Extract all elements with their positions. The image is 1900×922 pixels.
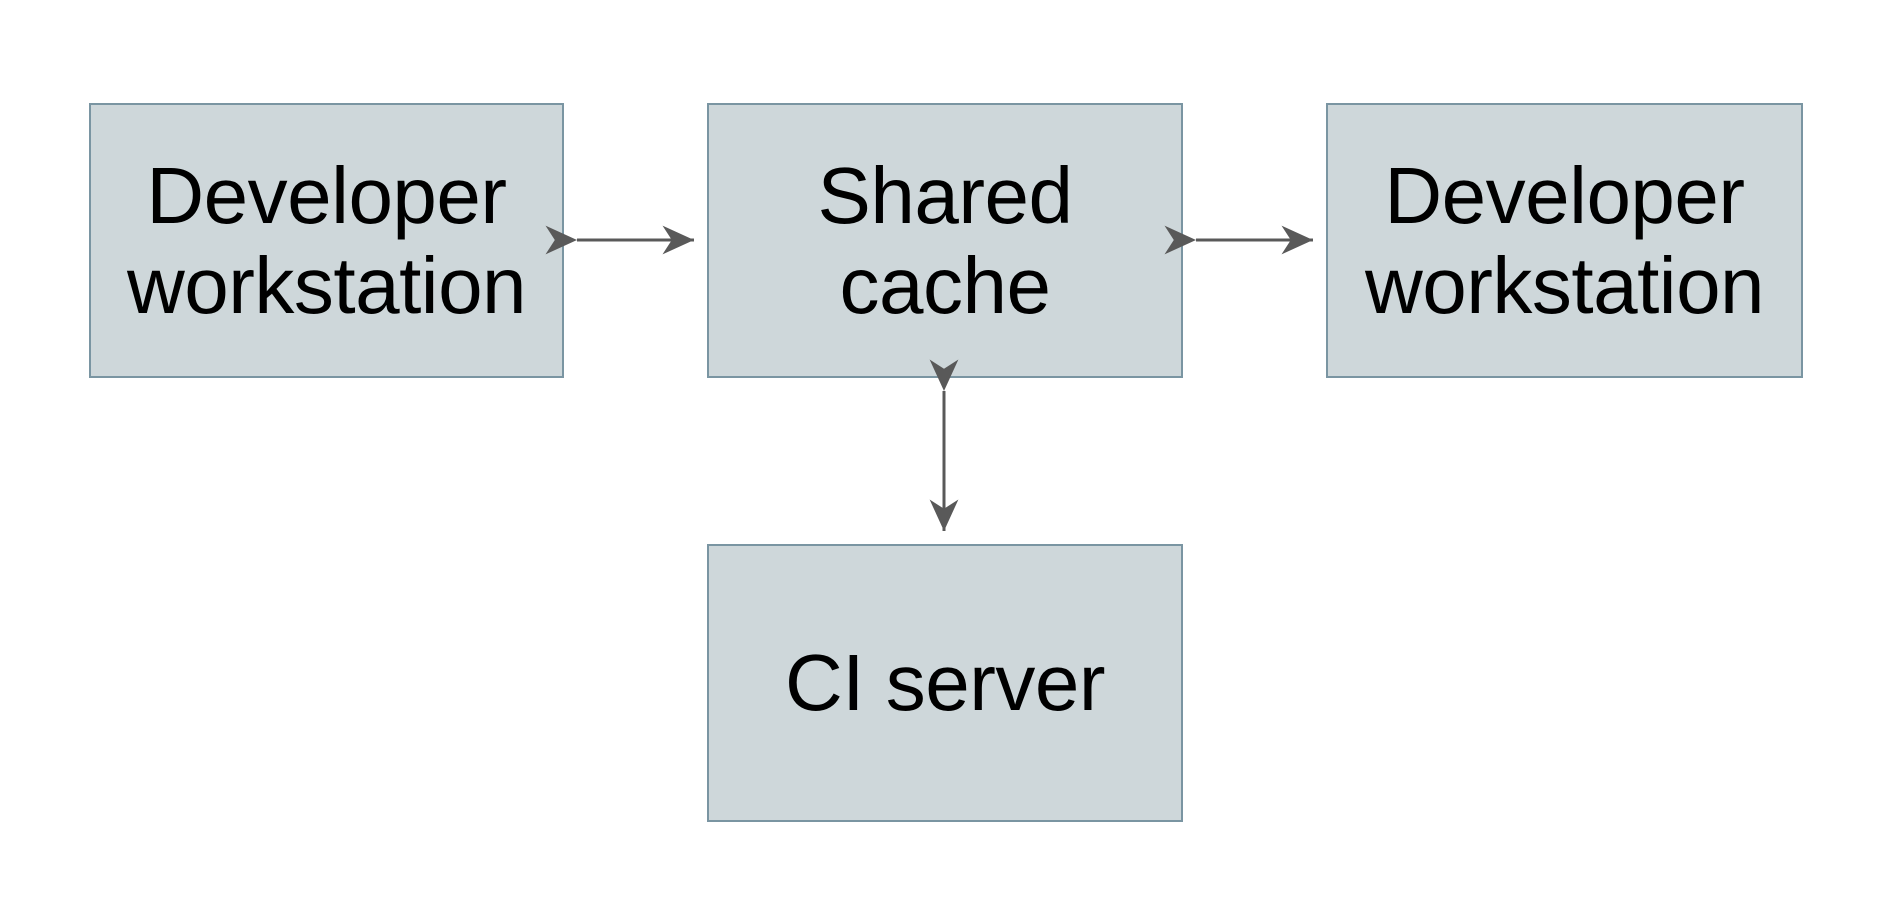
node-label: Developer workstation bbox=[126, 150, 527, 330]
node-ci-server[interactable]: CI server bbox=[707, 544, 1183, 822]
node-label: Shared cache bbox=[817, 150, 1073, 330]
edge-shared-cache-to-ci-server[interactable] bbox=[914, 359, 974, 545]
node-developer-workstation-right[interactable]: Developer workstation bbox=[1326, 103, 1803, 378]
node-shared-cache[interactable]: Shared cache bbox=[707, 103, 1183, 378]
node-label: CI server bbox=[785, 638, 1106, 727]
node-developer-workstation-left[interactable]: Developer workstation bbox=[89, 103, 564, 378]
node-label: Developer workstation bbox=[1364, 150, 1765, 330]
edge-shared-cache-to-developer-right[interactable] bbox=[1164, 210, 1327, 270]
edge-developer-left-to-shared-cache[interactable] bbox=[545, 210, 708, 270]
